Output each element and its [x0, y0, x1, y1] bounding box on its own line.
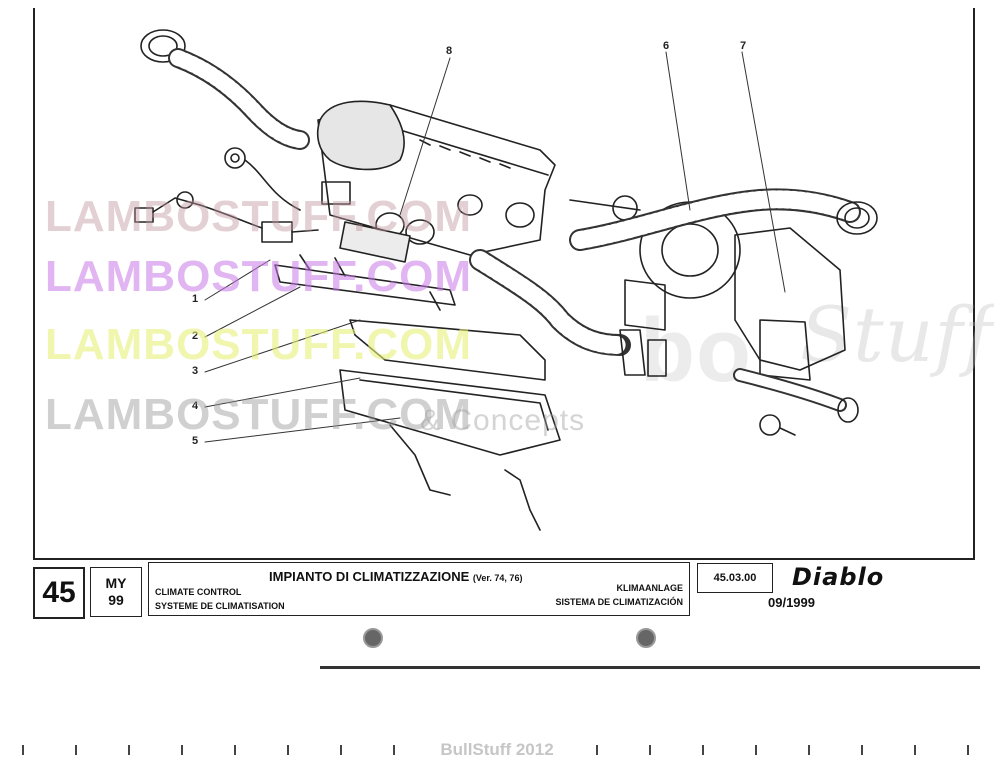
page-edge-rule — [320, 666, 980, 669]
model-year-label: MY — [105, 575, 127, 591]
ruler-tick — [181, 745, 183, 755]
callout-8: 8 — [446, 45, 453, 57]
callout-1: 1 — [192, 293, 199, 305]
electrical-connectors — [134, 147, 319, 243]
ruler-tick — [287, 745, 289, 755]
callout-6: 6 — [663, 40, 670, 52]
exploded-parts-drawing — [134, 29, 878, 531]
upper-left-duct-hose — [140, 29, 310, 150]
ruler-tick — [808, 745, 810, 755]
watermark-concepts: & Concepts — [420, 404, 586, 437]
brand-logo: Diablo — [792, 563, 885, 591]
ruler-tick — [22, 745, 24, 755]
title-german: KLIMAANLAGE — [616, 583, 684, 593]
title-box: IMPIANTO DI CLIMATIZZAZIONE (Ver. 74, 76… — [148, 562, 690, 616]
callout-5: 5 — [192, 435, 199, 447]
ruler-tick — [702, 745, 704, 755]
ruler-tick — [340, 745, 342, 755]
model-year-value: 99 — [108, 592, 124, 608]
callout-4: 4 — [192, 400, 199, 412]
drawing-frame — [33, 8, 975, 560]
issue-date: 09/1999 — [768, 595, 815, 610]
upper-right-duct-hose — [569, 188, 878, 251]
binder-hole-left — [363, 628, 383, 648]
leader-lines — [204, 51, 786, 443]
ruler-tick — [75, 745, 77, 755]
callout-7: 7 — [740, 40, 747, 52]
title-french: SYSTEME DE CLIMATISATION — [155, 601, 285, 611]
watermark-text-4: LAMBOSTUFF.COM — [45, 390, 473, 439]
condensate-tray — [339, 319, 561, 531]
model-year-box: MY 99 — [90, 567, 142, 617]
watermark-logo-bo: bo — [640, 301, 752, 401]
ruler-tick — [649, 745, 651, 755]
ruler-tick — [596, 745, 598, 755]
callout-3: 3 — [192, 365, 199, 377]
mounting-bracket — [274, 254, 456, 311]
title-variant: (Ver. 74, 76) — [472, 573, 523, 583]
binder-hole-right — [636, 628, 656, 648]
filter-pad — [339, 221, 411, 263]
ruler-tick — [914, 745, 916, 755]
callout-2: 2 — [192, 330, 199, 342]
title-english: CLIMATE CONTROL — [155, 587, 242, 597]
watermark-text-1: LAMBOSTUFF.COM — [45, 192, 473, 241]
ruler-tick — [234, 745, 236, 755]
heater-box — [733, 227, 859, 436]
title-spanish: SISTEMA DE CLIMATIZACIÓN — [555, 597, 684, 607]
ruler-tick — [967, 745, 969, 755]
group-number: 45 — [33, 567, 85, 619]
footer-credit: BullStuff 2012 — [440, 740, 554, 759]
watermark-logo-stuff: Stuff — [800, 290, 993, 379]
title-italian: IMPIANTO DI CLIMATIZZAZIONE (Ver. 74, 76… — [269, 569, 523, 584]
page-code: 45.03.00 — [697, 563, 773, 593]
watermark-text-3: LAMBOSTUFF.COM — [45, 320, 473, 369]
ruler-tick — [128, 745, 130, 755]
ruler-tick — [755, 745, 757, 755]
ruler-tick — [861, 745, 863, 755]
ruler-tick — [393, 745, 395, 755]
watermark-text-2: LAMBOSTUFF.COM — [45, 252, 473, 301]
lower-duct-hose — [469, 249, 667, 377]
